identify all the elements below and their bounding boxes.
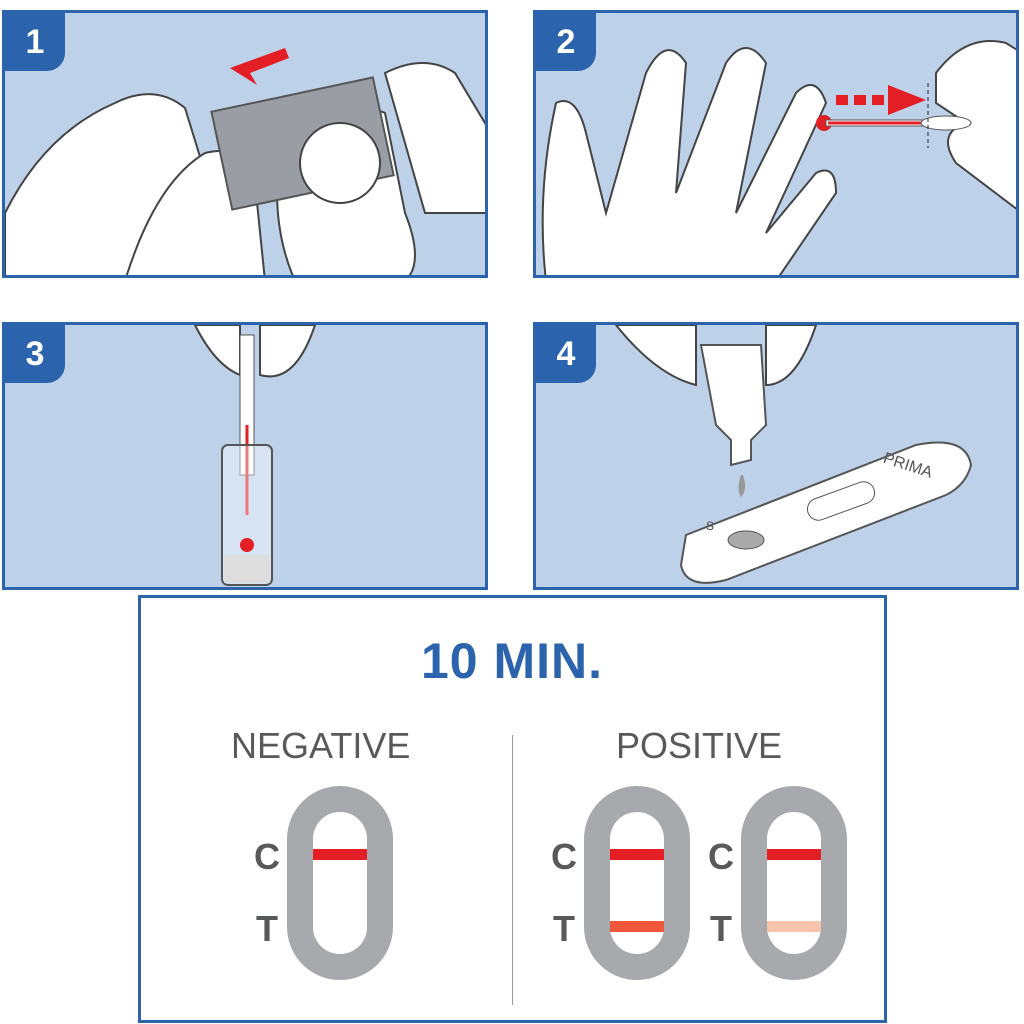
wait-time-heading: 10 MIN.	[420, 633, 604, 689]
control-letter: C	[551, 836, 577, 877]
control-letter: C	[708, 836, 734, 877]
dropper-bottle	[699, 344, 768, 467]
dispense-into-vial-illustration	[193, 325, 317, 586]
test-line	[610, 921, 664, 932]
arrow-left-icon	[230, 48, 289, 85]
control-letter: C	[254, 836, 280, 877]
test-letter: T	[710, 908, 732, 949]
step-number-badge: 3	[5, 325, 65, 383]
positive-label: POSITIVE	[616, 725, 783, 766]
control-line	[767, 849, 821, 860]
collect-blood-illustration	[541, 40, 1016, 275]
step-number-badge: 1	[5, 13, 65, 71]
open-lancet-illustration	[5, 48, 485, 275]
control-line	[313, 849, 367, 860]
step-1-panel: 1	[2, 10, 488, 278]
step-number-badge: 2	[536, 13, 596, 71]
test-letter: T	[256, 908, 278, 949]
test-line	[767, 921, 821, 932]
blood-drop	[816, 115, 832, 131]
control-line	[610, 849, 664, 860]
step-3-panel: 3	[2, 322, 488, 590]
step-2-panel: 2	[533, 10, 1019, 278]
apply-to-test-device-illustration: PRIMA S	[614, 325, 973, 584]
positive-strong-result-strip	[584, 786, 690, 980]
test-letter: T	[553, 908, 575, 949]
sample-well-mark: S	[706, 519, 714, 533]
step-4-panel: 4 PRIMA S	[533, 322, 1019, 590]
dashed-arrow-right-icon	[836, 85, 926, 115]
vial	[221, 444, 273, 586]
step-number-badge: 4	[536, 325, 596, 383]
negative-result-strip	[287, 786, 393, 980]
negative-label: NEGATIVE	[231, 725, 411, 766]
blood-drop	[240, 538, 254, 552]
divider	[512, 735, 513, 1005]
positive-faint-result-strip	[741, 786, 847, 980]
